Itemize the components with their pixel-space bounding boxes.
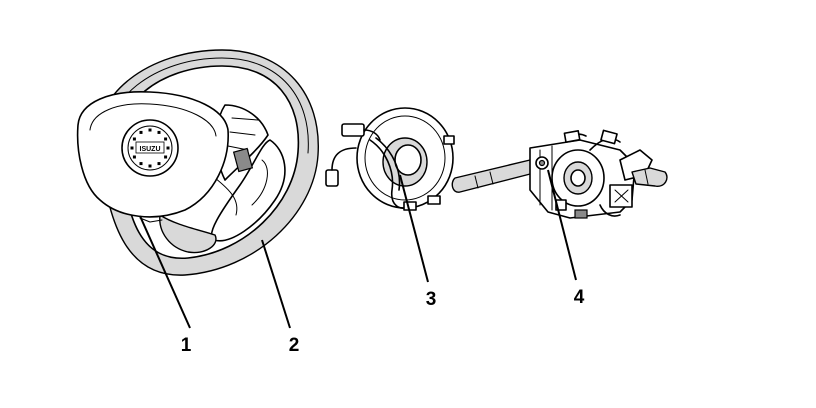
emblem-tick bbox=[139, 162, 143, 166]
emblem-tick bbox=[148, 128, 152, 132]
emblem-text: ISUZU bbox=[140, 146, 161, 153]
emblem-tick bbox=[130, 146, 134, 150]
combination-switch bbox=[451, 129, 668, 219]
callout-line-4 bbox=[547, 169, 577, 281]
emblem-tick bbox=[157, 130, 161, 134]
callout-line-3 bbox=[399, 174, 429, 283]
callout-label-4: 4 bbox=[574, 287, 585, 308]
callout-label-2: 2 bbox=[289, 335, 300, 356]
emblem-tick bbox=[164, 155, 168, 159]
emblem-tick bbox=[139, 130, 143, 134]
callout-label-3: 3 bbox=[426, 289, 437, 310]
emblem-tick bbox=[164, 137, 168, 141]
emblem-tick bbox=[166, 146, 170, 150]
emblem-tick bbox=[148, 164, 152, 168]
callout-line-2 bbox=[261, 239, 291, 329]
callout-line-1 bbox=[139, 215, 191, 329]
steering-wheel: ISUZU bbox=[76, 49, 319, 276]
callout-label-1: 1 bbox=[181, 335, 192, 356]
clock-spring bbox=[325, 107, 455, 211]
emblem-badge: ISUZU bbox=[121, 119, 179, 177]
emblem-tick bbox=[157, 162, 161, 166]
emblem-tick bbox=[132, 137, 136, 141]
emblem-tick bbox=[132, 155, 136, 159]
